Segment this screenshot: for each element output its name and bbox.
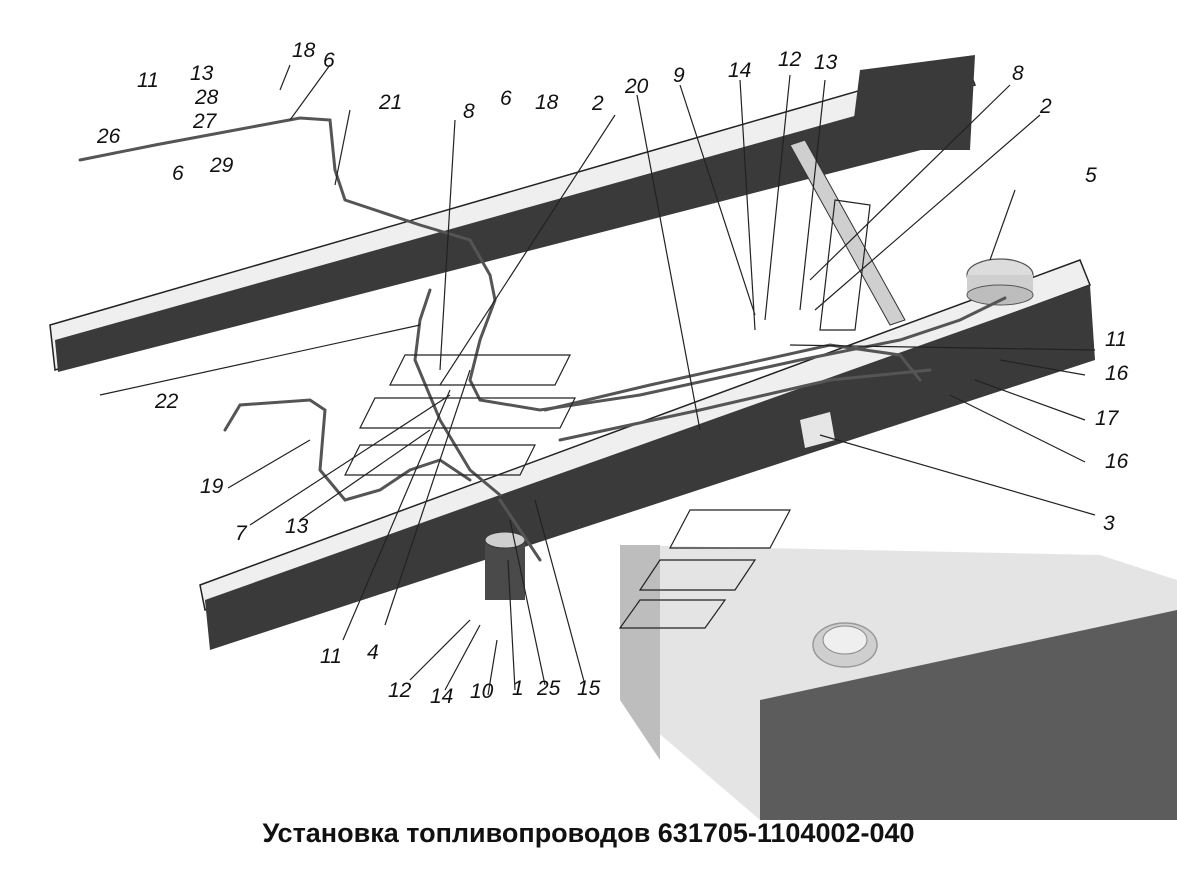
callout-18-top: 18 <box>292 39 316 62</box>
cross-member <box>789 139 906 326</box>
callout-6-top: 6 <box>323 49 335 72</box>
callout-1: 1 <box>512 677 524 700</box>
callout-20: 20 <box>624 75 649 98</box>
fuel-filter <box>484 531 526 600</box>
callout-13-bottom: 13 <box>285 515 309 538</box>
callout-14-bottom: 14 <box>430 685 453 708</box>
callout-22: 22 <box>154 390 179 413</box>
leader-lines <box>99 64 1096 696</box>
fuel-tank <box>620 545 1177 820</box>
callout-7: 7 <box>235 522 248 545</box>
callout-6-mid: 6 <box>500 87 512 110</box>
callout-17: 17 <box>1095 407 1120 430</box>
callout-21: 21 <box>378 91 402 114</box>
callout-11-right: 11 <box>1105 328 1127 351</box>
callout-4: 4 <box>367 641 379 664</box>
callout-2-right: 2 <box>1039 95 1052 118</box>
callout-13-top: 13 <box>190 62 214 85</box>
callout-13-right: 13 <box>814 51 838 74</box>
callout-8-right: 8 <box>1012 62 1024 85</box>
callout-29: 29 <box>209 154 234 177</box>
callout-2-left: 2 <box>591 92 604 115</box>
callout-labels: 11 13 28 27 26 29 6 18 6 21 8 6 18 2 20 … <box>96 39 1129 708</box>
callout-3: 3 <box>1103 512 1115 535</box>
filler-cap <box>966 258 1034 306</box>
callout-18-mid: 18 <box>535 91 559 114</box>
fuel-lines-assembly-drawing: 11 13 28 27 26 29 6 18 6 21 8 6 18 2 20 … <box>49 39 1177 820</box>
drawing-caption: Установка топливопроводов 631705-1104002… <box>262 818 915 848</box>
callout-8-left: 8 <box>463 100 475 123</box>
callout-14-top: 14 <box>728 59 751 82</box>
callout-12-top: 12 <box>778 48 802 71</box>
callout-25: 25 <box>536 677 561 700</box>
callout-11-top: 11 <box>137 69 159 92</box>
callout-19: 19 <box>200 475 224 498</box>
callout-12-bottom: 12 <box>388 679 412 702</box>
callout-27: 27 <box>192 110 218 133</box>
callout-5: 5 <box>1085 164 1097 187</box>
callout-9: 9 <box>673 64 685 87</box>
callout-26: 26 <box>96 125 121 148</box>
callout-6-left: 6 <box>172 162 184 185</box>
callout-16-top: 16 <box>1105 362 1129 385</box>
callout-16-bottom: 16 <box>1105 450 1129 473</box>
callout-15: 15 <box>577 677 601 700</box>
callout-10: 10 <box>470 680 494 703</box>
callout-28: 28 <box>194 86 219 109</box>
callout-11-bottom: 11 <box>320 645 342 668</box>
